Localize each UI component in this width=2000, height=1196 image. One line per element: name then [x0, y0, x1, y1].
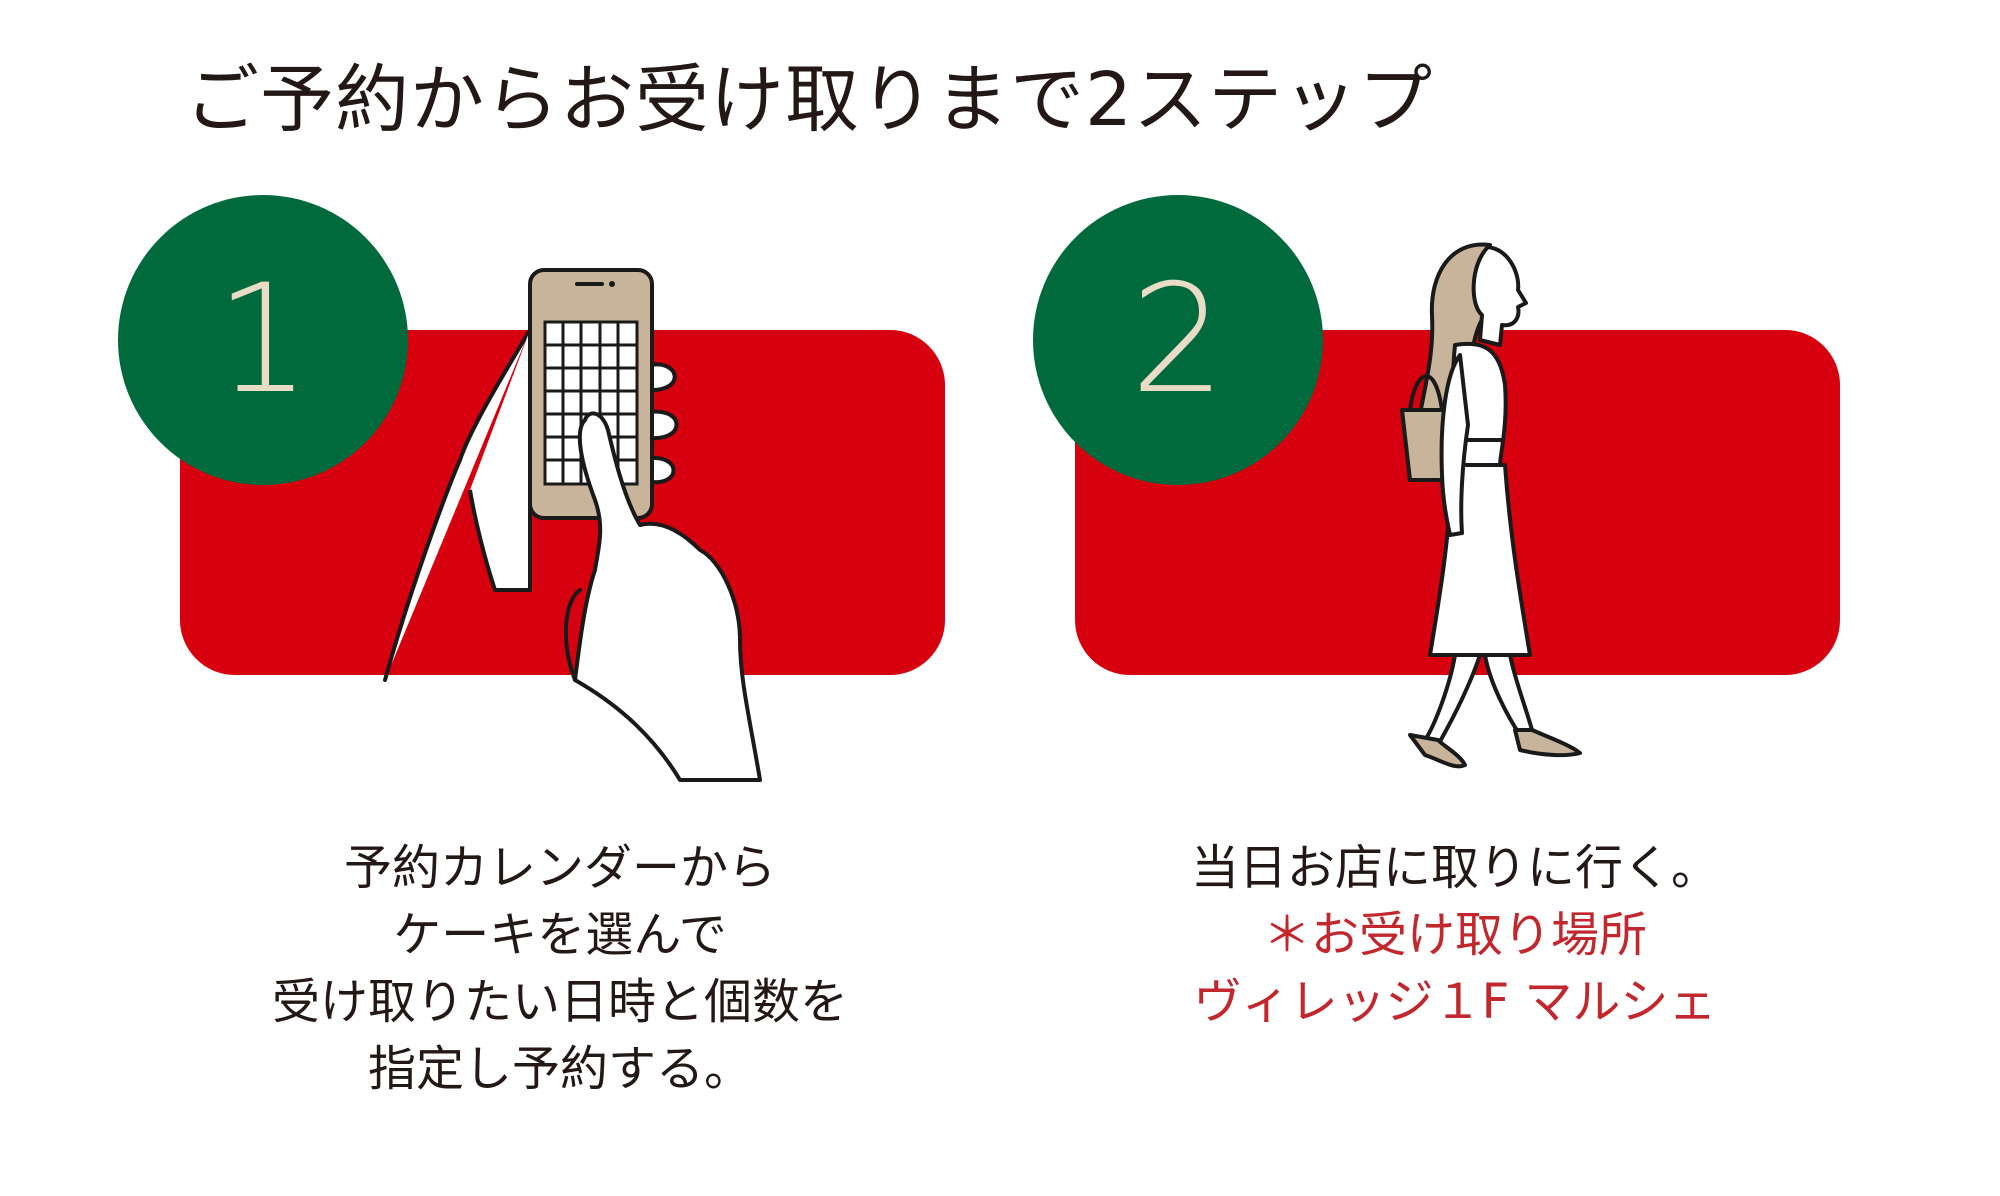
- pickup-location-name: ヴィレッジ１F マルシェ: [1193, 974, 1717, 1030]
- step-2-number-badge: 2: [1033, 195, 1323, 485]
- page-title: ご予約からお受け取りまで2ステップ: [185, 57, 1434, 143]
- pickup-location-label: ＊お受け取り場所: [1262, 907, 1647, 963]
- step-2-description: 当日お店に取りに行く。 ＊お受け取り場所 ヴィレッジ１F マルシェ: [1065, 835, 1845, 1036]
- walking-woman-illustration: [1400, 242, 1582, 769]
- step-1-line-1: 予約カレンダーから: [343, 840, 776, 896]
- hand-phone-calendar-illustration: [383, 268, 762, 782]
- step-1-description: 予約カレンダーから ケーキを選んで 受け取りたい日時と個数を 指定し予約する。: [180, 835, 940, 1103]
- step-1-line-2: ケーキを選んで: [393, 907, 727, 963]
- step-1-line-3: 受け取りたい日時と個数を: [271, 974, 848, 1030]
- step-1-line-4: 指定し予約する。: [367, 1041, 752, 1097]
- step-2-line-1: 当日お店に取りに行く。: [1190, 840, 1719, 896]
- step-1-number-badge: 1: [118, 195, 408, 485]
